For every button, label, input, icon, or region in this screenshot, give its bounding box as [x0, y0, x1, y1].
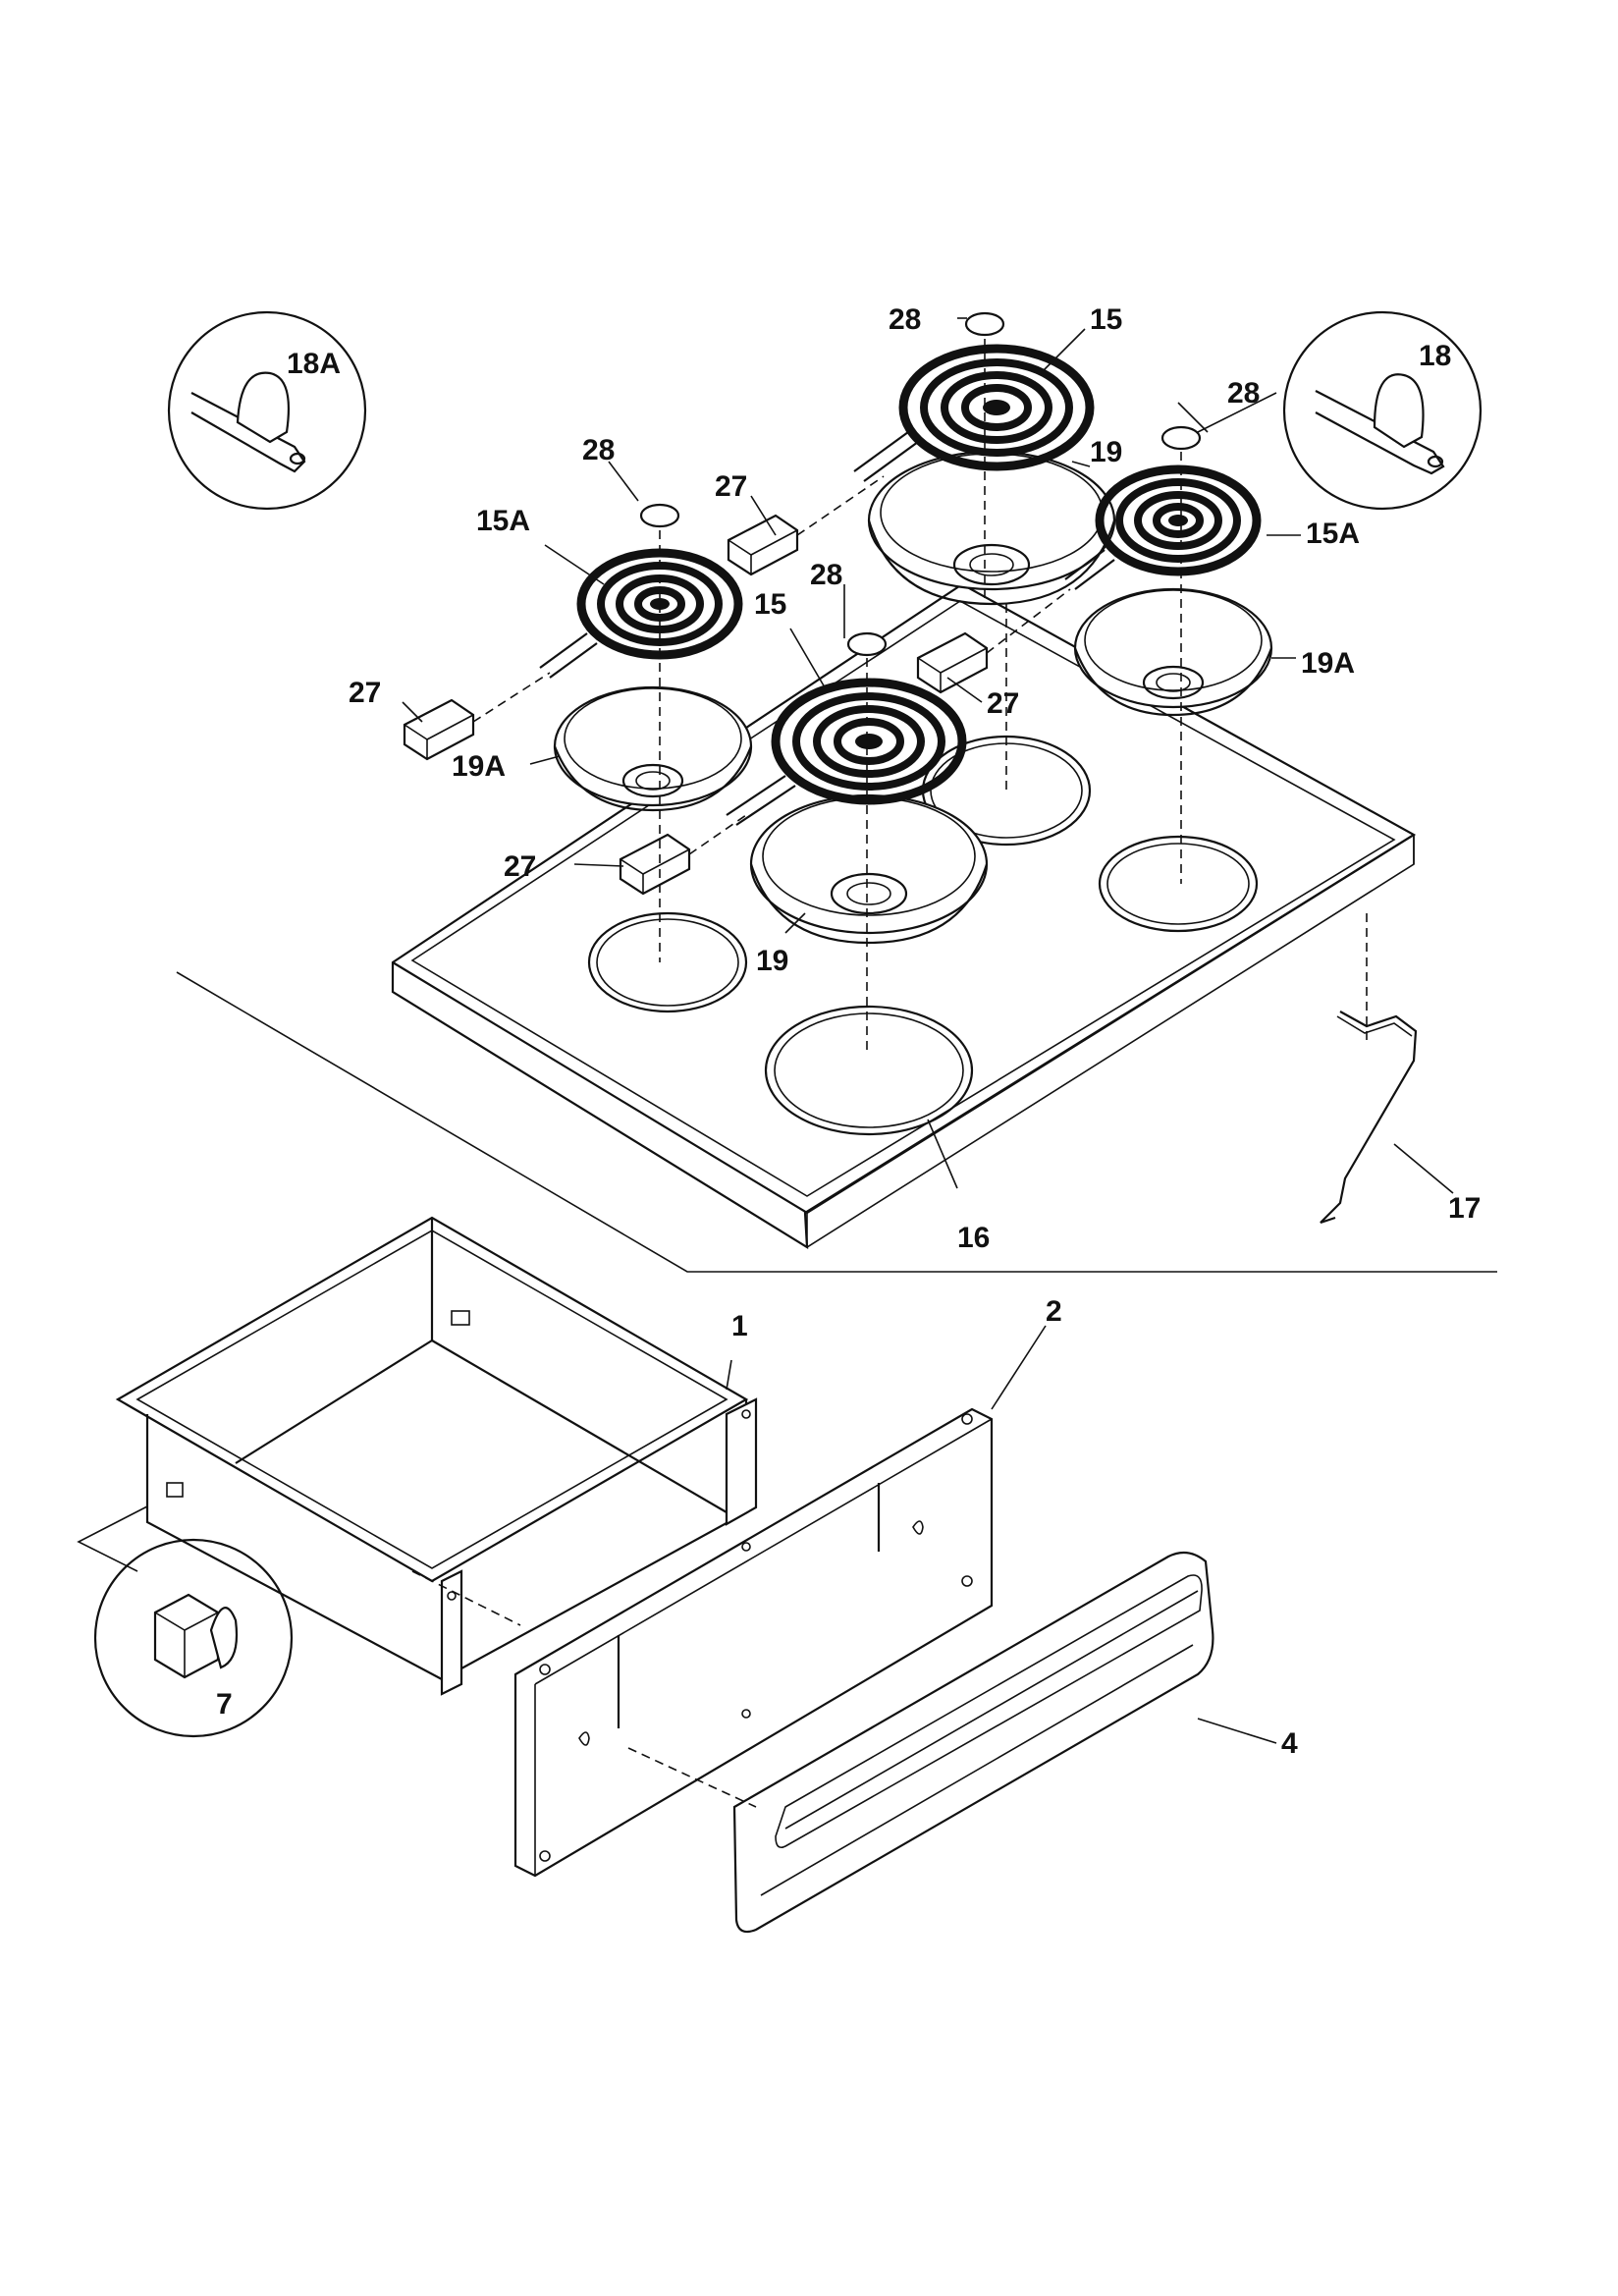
detail-circle-18	[1282, 310, 1483, 511]
label-7: 7	[216, 1688, 233, 1721]
label-28-rear: 28	[889, 303, 921, 336]
wire-17	[1320, 1011, 1418, 1225]
cap-28-front	[846, 631, 888, 657]
alignment-dash-drawer-b	[627, 1747, 757, 1808]
label-18: 18	[1419, 340, 1451, 372]
label-27-upper-left: 27	[715, 470, 747, 503]
label-2: 2	[1046, 1295, 1062, 1328]
surface-element-15A-left	[539, 548, 743, 679]
receptacle-27-lower-left	[403, 698, 475, 761]
leader-lines	[402, 317, 1454, 1744]
label-15A-left: 15A	[476, 505, 530, 537]
drip-bowl-19A-left	[553, 685, 753, 812]
label-18A: 18A	[287, 348, 341, 380]
drawer-panel-2	[513, 1407, 994, 1878]
drip-bowl-19-rear	[867, 450, 1116, 606]
cap-28-left	[639, 503, 680, 528]
label-19-front: 19	[756, 945, 788, 977]
label-15A-right: 15A	[1306, 518, 1360, 550]
label-28-front: 28	[810, 559, 842, 591]
label-17: 17	[1448, 1192, 1481, 1225]
alignment-dash-drawer-a	[411, 1570, 521, 1626]
label-19-rear: 19	[1090, 436, 1122, 468]
receptacle-27-upper-left	[727, 514, 799, 576]
detail-7-leader	[77, 1505, 148, 1572]
cap-28-rear	[964, 311, 1005, 337]
label-28-left: 28	[582, 434, 615, 466]
surface-element-15-rear	[853, 344, 1095, 482]
label-4: 4	[1281, 1727, 1298, 1760]
surface-element-15A-right	[1064, 465, 1262, 590]
drawer-front-4	[732, 1551, 1214, 1934]
label-1: 1	[731, 1310, 748, 1342]
section-divider-line	[176, 971, 1497, 1273]
drawer-body-1	[115, 1216, 758, 1696]
receptacle-27-front	[619, 833, 691, 896]
label-19A-left: 19A	[452, 750, 506, 783]
label-27-lower-left: 27	[349, 677, 381, 709]
detail-circle-7	[93, 1538, 294, 1738]
drip-bowl-19-front	[749, 793, 989, 945]
label-27-front: 27	[504, 850, 536, 883]
label-27-center: 27	[987, 687, 1019, 720]
label-15-front: 15	[754, 588, 786, 621]
surface-element-15-front	[726, 678, 967, 826]
cap-28-right	[1160, 425, 1202, 451]
alignment-dash-lines-cooktop	[472, 339, 1368, 1056]
detail-circle-18A	[167, 310, 367, 511]
drip-bowl-19A-right	[1073, 587, 1273, 717]
label-15-rear: 15	[1090, 303, 1122, 336]
receptacle-27-center	[916, 631, 989, 694]
label-19A-right: 19A	[1301, 647, 1355, 680]
label-28-right: 28	[1227, 377, 1260, 410]
label-16: 16	[957, 1222, 990, 1254]
